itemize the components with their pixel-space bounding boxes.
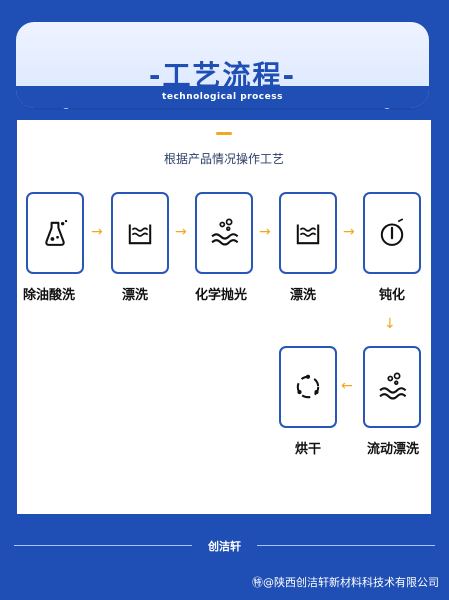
watermark: ㊕@陕西创洁轩新材料科技术有限公司 xyxy=(252,576,439,589)
icon-box xyxy=(26,192,84,274)
flask-icon xyxy=(45,219,68,246)
arrow-left: ← xyxy=(341,378,353,394)
step-label: 流动漂洗 xyxy=(367,442,420,457)
accent-dash xyxy=(216,132,232,135)
step-label: 漂洗 xyxy=(122,288,149,303)
footer-divider-left xyxy=(14,545,192,546)
bubbles-wave-icon xyxy=(379,372,407,400)
icon-box xyxy=(111,192,169,274)
footer-brand: 创洁轩 xyxy=(208,540,241,553)
water-basin-icon xyxy=(128,224,152,245)
cycle-icon xyxy=(296,374,320,399)
step-label: 漂洗 xyxy=(290,288,317,303)
process-panel: 根据产品情况操作工艺 除油酸洗 → 漂洗 → xyxy=(17,120,431,514)
arrow-right: → xyxy=(343,224,355,240)
bubbles-wave-icon xyxy=(211,218,239,246)
step-label: 除油酸洗 xyxy=(23,288,76,303)
icon-box xyxy=(279,192,337,274)
arrow-right: → xyxy=(91,224,103,240)
header-subtitle: technological process xyxy=(16,86,429,108)
step-label: 烘干 xyxy=(295,442,322,457)
arrow-right: → xyxy=(175,224,187,240)
arrow-down: ↓ xyxy=(384,316,396,332)
icon-box xyxy=(363,346,421,428)
step-label: 钝化 xyxy=(379,288,406,303)
footer-divider-right xyxy=(257,545,435,546)
step-label: 化学抛光 xyxy=(195,288,248,303)
panel-subtitle: 根据产品情况操作工艺 xyxy=(163,152,284,166)
power-circle-icon xyxy=(380,218,404,246)
icon-box xyxy=(363,192,421,274)
icon-box xyxy=(279,346,337,428)
arrow-right: → xyxy=(259,224,271,240)
icon-box xyxy=(195,192,253,274)
header-card: -工艺流程- technological process xyxy=(16,22,429,109)
water-basin-icon xyxy=(296,224,320,245)
